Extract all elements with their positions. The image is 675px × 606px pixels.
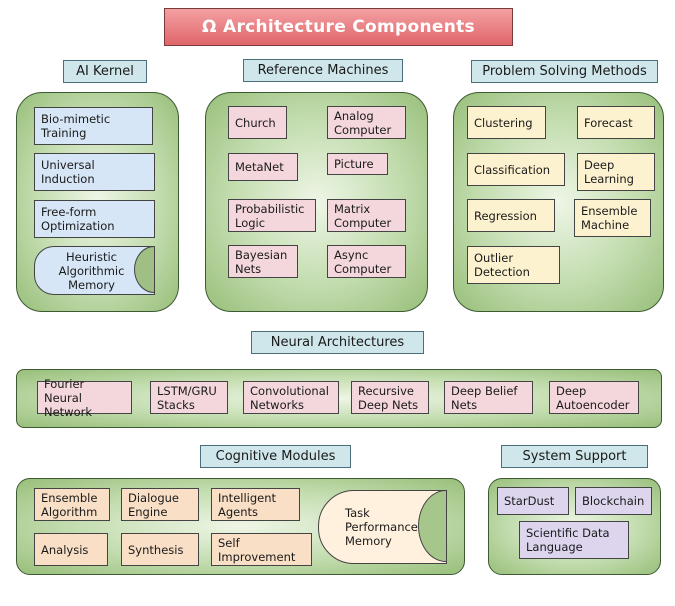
task-performance-memory-label: Task Performance Memory: [345, 506, 418, 548]
clustering-box: Clustering: [467, 106, 546, 139]
analysis-box: Analysis: [34, 533, 108, 566]
header-neural-architectures: Neural Architectures: [251, 331, 424, 354]
classification-box: Classification: [467, 153, 565, 186]
analog-computer-box: Analog Computer: [327, 106, 406, 139]
scientific-data-language-box: Scientific Data Language: [519, 521, 629, 559]
dialogue-engine-box: Dialogue Engine: [121, 488, 199, 521]
header-reference-machines: Reference Machines: [243, 59, 403, 82]
ensemble-algorithm-box: Ensemble Algorithm: [34, 488, 110, 521]
deep-autoencoder-box: Deep Autoencoder: [549, 381, 639, 414]
ensemble-machine-box: Ensemble Machine: [574, 199, 651, 237]
header-cognitive-modules: Cognitive Modules: [200, 445, 351, 468]
fourier-neural-network-box: Fourier Neural Network: [37, 377, 132, 419]
async-computer-box: Async Computer: [327, 245, 406, 278]
lstm-gru-stacks-box: LSTM/GRU Stacks: [150, 381, 228, 414]
heuristic-algorithmic-memory-label: Heuristic Algorithmic Memory: [58, 249, 125, 292]
deep-learning-box: Deep Learning: [577, 153, 655, 191]
heuristic-algorithmic-memory-cylinder: Heuristic Algorithmic Memory: [34, 246, 155, 295]
bayesian-nets-box: Bayesian Nets: [228, 245, 298, 278]
cylinder-cap: [418, 491, 446, 562]
free-form-optimization-box: Free-form Optimization: [34, 200, 155, 238]
header-ai-kernel: AI Kernel: [63, 60, 147, 83]
synthesis-box: Synthesis: [121, 533, 199, 566]
convolutional-networks-box: Convolutional Networks: [243, 381, 339, 414]
outlier-detection-box: Outlier Detection: [467, 246, 560, 284]
regression-box: Regression: [467, 199, 555, 232]
probabilistic-logic-box: Probabilistic Logic: [228, 199, 316, 232]
self-improvement-box: Self Improvement: [211, 533, 312, 566]
header-system-support: System Support: [501, 445, 648, 468]
blockchain-box: Blockchain: [575, 487, 652, 515]
matrix-computer-box: Matrix Computer: [327, 199, 406, 232]
deep-belief-nets-box: Deep Belief Nets: [444, 381, 533, 414]
diagram-title: Ω Architecture Components: [164, 8, 513, 46]
intelligent-agents-box: Intelligent Agents: [211, 488, 300, 521]
church-box: Church: [228, 106, 287, 139]
picture-box: Picture: [327, 153, 388, 175]
stardust-box: StarDust: [497, 487, 569, 515]
recursive-deep-nets-box: Recursive Deep Nets: [351, 381, 429, 414]
header-problem-solving: Problem Solving Methods: [471, 60, 658, 83]
task-performance-memory-cylinder: Task Performance Memory: [318, 490, 447, 564]
universal-induction-box: Universal Induction: [34, 153, 155, 191]
bio-mimetic-training-box: Bio-mimetic Training: [34, 107, 153, 145]
forecast-box: Forecast: [577, 106, 655, 139]
metanet-box: MetaNet: [228, 153, 298, 181]
